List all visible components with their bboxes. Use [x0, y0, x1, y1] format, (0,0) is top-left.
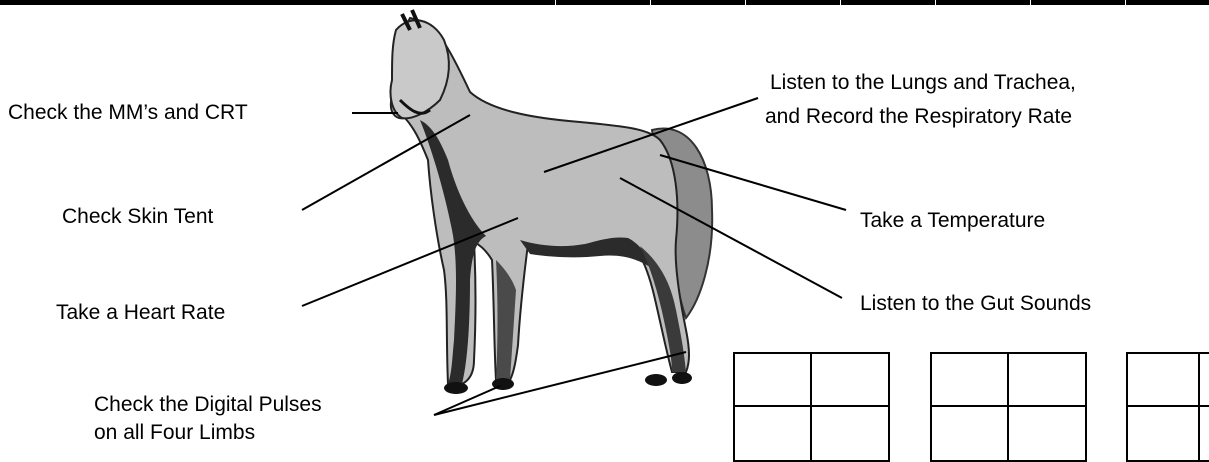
leader-temperature [659, 154, 847, 211]
leader-lines [301, 97, 847, 416]
hoof-back-left [645, 374, 667, 386]
grid-box-3 [1126, 352, 1209, 462]
top-border-rule [0, 0, 1209, 5]
hoof-back-right [672, 372, 692, 384]
leader-heart-rate [301, 217, 519, 307]
label-lungs-1: Listen to the Lungs and Trachea, [770, 71, 1076, 94]
grid-box-1 [733, 352, 890, 462]
leader-gut [619, 177, 843, 299]
horse-belly-shadow [520, 237, 652, 268]
hoof-front-left [444, 382, 468, 394]
label-temperature: Take a Temperature [860, 209, 1046, 232]
label-lungs-2: and Record the Respiratory Rate [765, 105, 1072, 128]
leader-skin-tent [301, 114, 471, 211]
leader-lungs [543, 97, 759, 173]
label-digital-pulses-2: on all Four Limbs [94, 421, 256, 444]
label-heart-rate: Take a Heart Rate [56, 301, 226, 324]
leader-digital-1 [433, 385, 501, 416]
horse-chest-shadow [420, 120, 486, 384]
label-skin-tent: Check Skin Tent [62, 205, 214, 228]
label-gut-sounds: Listen to the Gut Sounds [860, 292, 1092, 315]
leader-digital-2 [433, 351, 687, 416]
label-mm-crt: Check the MM’s and CRT [8, 101, 248, 124]
label-digital-pulses-1: Check the Digital Pulses [94, 393, 322, 416]
grid-box-2 [930, 352, 1087, 462]
horse-illustration [389, 9, 714, 394]
